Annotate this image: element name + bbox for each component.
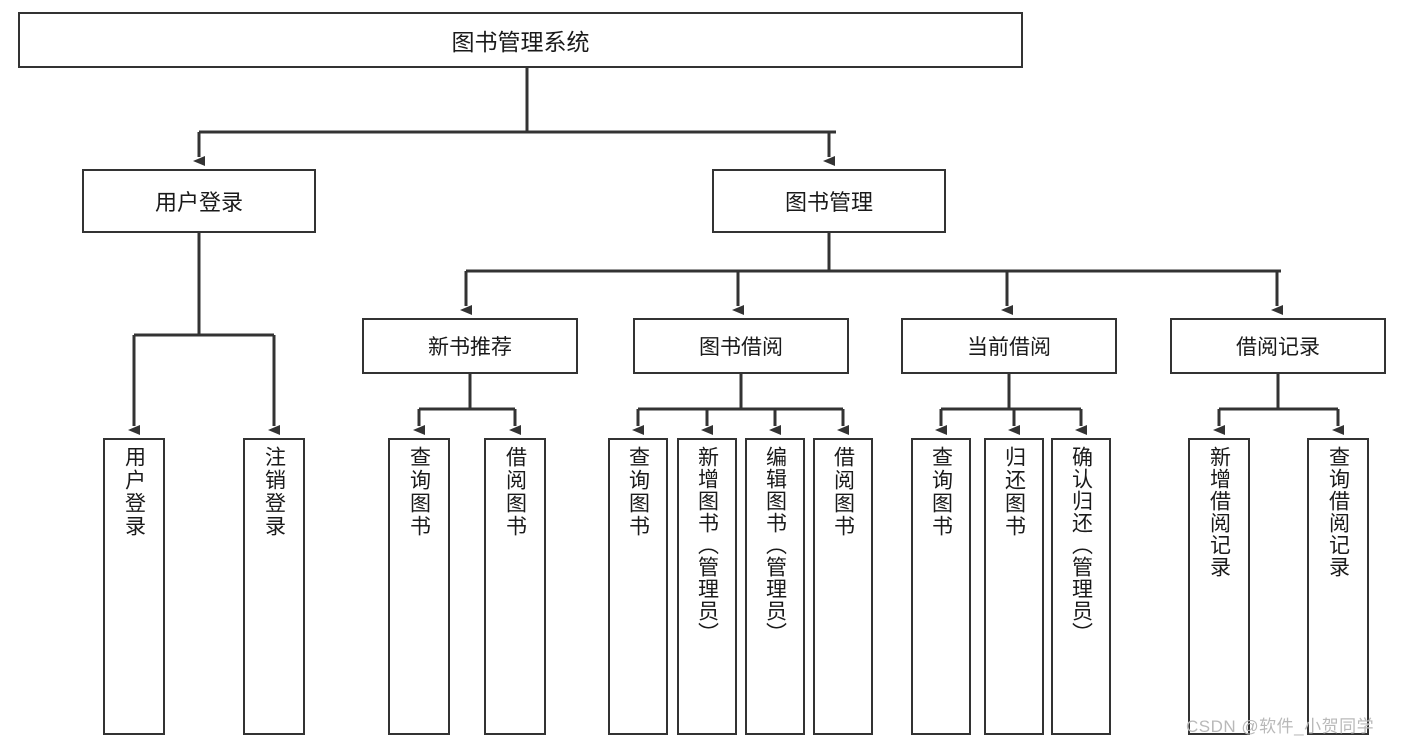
node-label: 确认归还（管理员）	[1069, 446, 1093, 644]
node-label: 借阅记录	[1236, 336, 1320, 359]
watermark-text: CSDN @软件_小贺同学	[1186, 717, 1375, 736]
node-label: 图书管理	[784, 190, 873, 215]
node-label: 借阅图书	[831, 446, 855, 538]
node-leaf-borrow-book-new[interactable]: 借阅图书	[484, 438, 546, 735]
node-label: 查询图书	[626, 446, 650, 538]
node-label: 新书推荐	[428, 336, 512, 359]
node-leaf-confirm-return-admin[interactable]: 确认归还（管理员）	[1051, 438, 1111, 735]
node-leaf-logout[interactable]: 注销登录	[243, 438, 305, 735]
node-label: 新增图书（管理员）	[695, 446, 719, 644]
node-label: 查询借阅记录	[1326, 446, 1350, 578]
node-label: 查询图书	[929, 446, 953, 538]
node-leaf-add-book-admin[interactable]: 新增图书（管理员）	[677, 438, 737, 735]
node-label: 注销登录	[262, 446, 286, 538]
node-new-book-recommendation[interactable]: 新书推荐	[362, 318, 578, 374]
node-label: 图书管理系统	[451, 29, 590, 55]
node-leaf-query-borrow-record[interactable]: 查询借阅记录	[1307, 438, 1369, 735]
node-label: 归还图书	[1002, 446, 1026, 538]
node-book-management[interactable]: 图书管理	[712, 169, 946, 233]
node-label: 新增借阅记录	[1207, 446, 1231, 578]
node-leaf-query-book-borrow[interactable]: 查询图书	[608, 438, 668, 735]
node-user-login[interactable]: 用户登录	[82, 169, 316, 233]
node-book-borrowing[interactable]: 图书借阅	[633, 318, 849, 374]
node-label: 图书借阅	[699, 336, 783, 359]
node-root-system[interactable]: 图书管理系统	[18, 12, 1023, 68]
node-label: 编辑图书（管理员）	[763, 446, 787, 644]
node-label: 用户登录	[122, 446, 146, 538]
node-leaf-return-book[interactable]: 归还图书	[984, 438, 1044, 735]
node-leaf-query-book-new[interactable]: 查询图书	[388, 438, 450, 735]
node-leaf-lend-book[interactable]: 借阅图书	[813, 438, 873, 735]
node-label: 当前借阅	[967, 336, 1051, 359]
node-borrow-records[interactable]: 借阅记录	[1170, 318, 1386, 374]
node-leaf-user-login[interactable]: 用户登录	[103, 438, 165, 735]
node-leaf-query-book-current[interactable]: 查询图书	[911, 438, 971, 735]
node-label: 用户登录	[154, 190, 243, 215]
node-leaf-edit-book-admin[interactable]: 编辑图书（管理员）	[745, 438, 805, 735]
node-label: 借阅图书	[503, 446, 527, 538]
node-leaf-add-borrow-record[interactable]: 新增借阅记录	[1188, 438, 1250, 735]
node-current-borrowing[interactable]: 当前借阅	[901, 318, 1117, 374]
node-label: 查询图书	[407, 446, 431, 538]
